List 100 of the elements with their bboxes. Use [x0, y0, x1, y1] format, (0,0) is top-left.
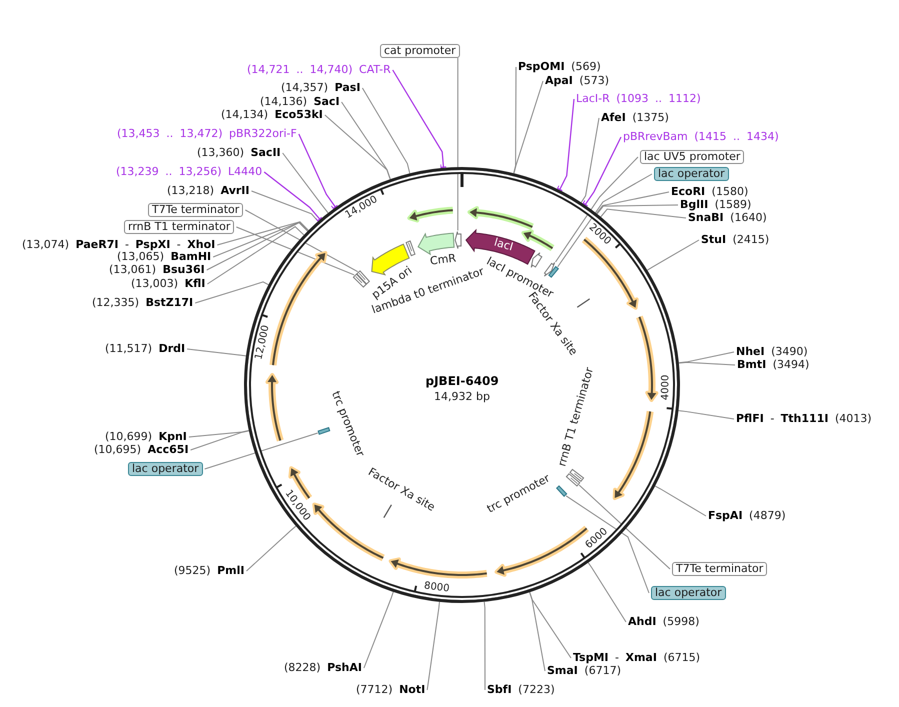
plasmid-name: pJBEI-6409 — [426, 374, 499, 388]
plasmid-size: 14,932 bp — [434, 390, 490, 402]
restriction-site-label: PflFI - Tth111I (4013) — [736, 413, 872, 425]
feature-label: lac UV5 promoter — [640, 150, 744, 164]
leader-line — [206, 222, 308, 270]
gene-feature — [417, 232, 456, 256]
restriction-site-label: EcoRI (1580) — [671, 186, 748, 198]
restriction-site-label: (7712) NotI — [356, 684, 426, 696]
restriction-site-label: (14,134) Eco53kI — [221, 109, 323, 121]
primer-label: (14,721 .. 14,740) CAT-R — [247, 64, 391, 76]
leader-line — [596, 204, 678, 214]
leader-line — [555, 156, 638, 263]
leader-line — [362, 88, 410, 174]
feature-label: lac operator — [654, 167, 729, 181]
feature-label: cat promoter — [380, 44, 460, 58]
feature-label: lac operator — [651, 586, 726, 600]
restriction-site-label: (8228) PshAI — [284, 662, 362, 674]
restriction-site-label: (13,003) KflI — [131, 278, 206, 290]
leader-line — [212, 222, 308, 258]
restriction-site-label: NheI (3490) — [736, 346, 808, 358]
leader-line — [188, 430, 250, 438]
restriction-site-label: (14,357) PasI — [281, 82, 360, 94]
orf-feature — [465, 204, 537, 231]
restriction-site-label: (14,136) SacI — [260, 96, 340, 108]
scale-label: 8000 — [424, 580, 450, 594]
restriction-site-label: AhdI (5998) — [628, 616, 700, 628]
terminator-icon — [569, 468, 585, 483]
primer-label: (13,239 .. 13,256) L4440 — [116, 166, 262, 178]
restriction-site-label: (10,695) Acc65I — [94, 444, 189, 456]
restriction-site-label: AfeI (1375) — [601, 112, 669, 124]
primer-label: pBRrevBam (1415 .. 1434) — [623, 131, 779, 143]
restriction-site-label: (13,065) BamHI — [117, 251, 212, 263]
terminator-icon — [565, 472, 581, 487]
restriction-site-label: (13,061) Bsu36I — [109, 264, 205, 276]
restriction-site-label: BmtI (3494) — [737, 359, 810, 371]
restriction-site-label: SbfI (7223) — [487, 684, 555, 696]
leader-line — [529, 592, 546, 672]
cleavage-site-icon — [575, 297, 592, 309]
primer-label: LacI-R (1093 .. 1112) — [576, 93, 701, 105]
leader-line — [244, 210, 358, 272]
operator-icon — [555, 484, 568, 498]
promoter-icon — [454, 230, 463, 250]
terminator-icon — [352, 273, 368, 289]
scale-label: 4000 — [660, 374, 672, 400]
leader-line — [513, 66, 516, 174]
feature-label: CmR — [429, 252, 457, 268]
leader-line — [678, 362, 736, 366]
leader-line — [324, 114, 391, 180]
feature-label: rrnB T1 terminator — [124, 220, 234, 234]
leader-line — [264, 172, 322, 222]
leader-line — [654, 486, 706, 516]
cleavage-site-icon — [382, 503, 393, 520]
leader-line — [194, 281, 269, 304]
promoter-icon — [530, 251, 543, 269]
restriction-site-label: BglII (1589) — [680, 199, 752, 211]
restriction-site-label: StuI (2415) — [701, 234, 770, 246]
leader-line — [588, 562, 626, 622]
leader-line — [190, 430, 250, 450]
feature-label: T7Te terminator — [672, 562, 768, 576]
restriction-site-label: (11,517) DrdI — [105, 343, 186, 355]
leader-line — [392, 70, 447, 168]
leader-line — [282, 152, 329, 214]
restriction-site-label: (13,074) PaeR7I - PspXI - XhoI — [22, 239, 216, 251]
leader-line — [216, 221, 309, 246]
orf-feature — [519, 227, 557, 253]
leader-line — [236, 226, 355, 276]
leader-line — [678, 352, 734, 364]
leader-line — [600, 208, 686, 218]
feature-label: lac operator — [128, 462, 203, 476]
leader-line — [582, 136, 622, 207]
restriction-site-label: (13,218) AvrII — [167, 185, 250, 197]
leader-line — [341, 102, 391, 180]
restriction-site-label: FspAI (4879) — [708, 510, 786, 522]
leader-line — [578, 484, 670, 570]
restriction-site-label: PspOMI (569) — [518, 61, 601, 73]
restriction-site-label: SmaI (6717) — [547, 665, 621, 677]
leader-line — [566, 495, 650, 594]
leader-line — [514, 80, 544, 174]
leader-line — [557, 174, 652, 268]
feature-label: lacI — [492, 236, 514, 254]
restriction-site-label: (12,335) BstZ17I — [92, 297, 194, 309]
terminator-icon — [405, 240, 416, 257]
leader-line — [556, 98, 575, 192]
restriction-site-label: TspMI - XmaI (6715) — [573, 652, 700, 664]
leader-line — [484, 601, 486, 690]
restriction-site-label: (13,360) SacII — [197, 147, 281, 159]
leader-line — [426, 601, 440, 690]
restriction-site-label: ApaI (573) — [545, 75, 609, 87]
restriction-site-label: (10,699) KpnI — [105, 431, 187, 443]
scale-label: 12,000 — [254, 324, 272, 360]
primer-label: (13,453 .. 13,472) pBR322ori-F — [117, 128, 297, 140]
leader-line — [580, 118, 600, 203]
restriction-site-label: (9525) PmlI — [174, 565, 244, 577]
leader-line — [363, 591, 394, 668]
leader-line — [457, 58, 458, 232]
restriction-site-label: SnaBI (1640) — [688, 212, 767, 224]
leader-line — [246, 526, 296, 572]
leader-line — [250, 190, 319, 222]
feature-label: T7Te terminator — [148, 203, 244, 217]
leader-line — [186, 348, 246, 356]
